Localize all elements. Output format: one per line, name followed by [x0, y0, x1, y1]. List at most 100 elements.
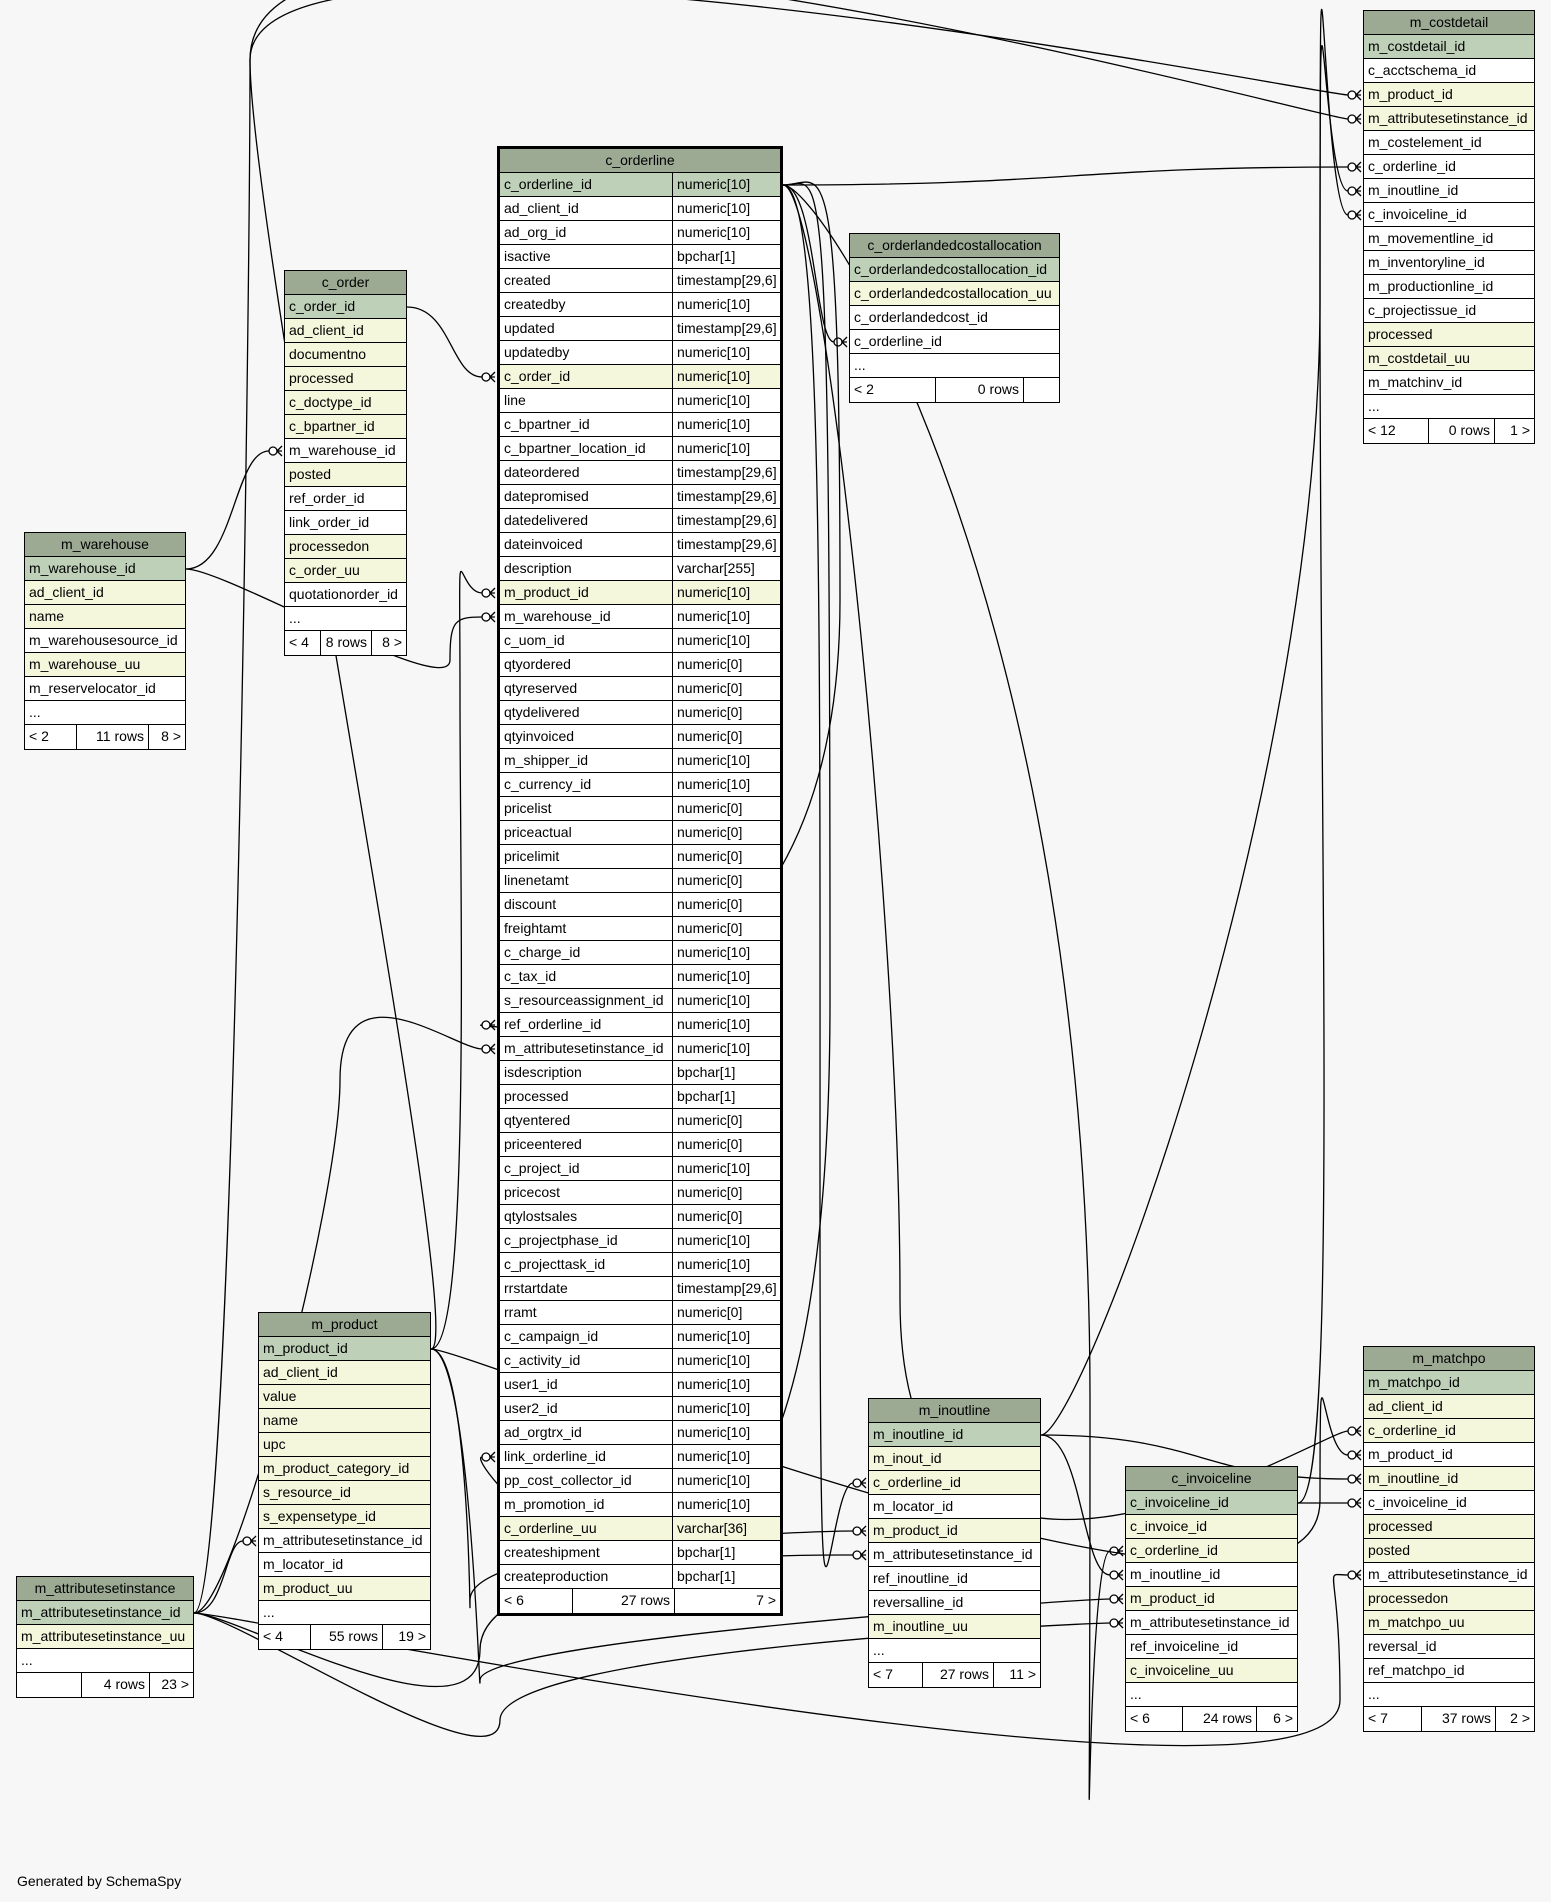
- table-m-attributesetinstance[interactable]: m_attributesetinstance m_attributesetinst…: [16, 1576, 194, 1698]
- column-row[interactable]: ...: [1364, 1683, 1534, 1707]
- column-row[interactable]: m_attributesetinstance_id: [1364, 107, 1534, 131]
- column-row[interactable]: m_warehousesource_id: [25, 629, 185, 653]
- column-row[interactable]: m_product_id: [869, 1519, 1040, 1543]
- column-row[interactable]: processed: [285, 367, 406, 391]
- column-row[interactable]: c_invoiceline_uu: [1126, 1659, 1297, 1683]
- column-row[interactable]: ref_order_id: [285, 487, 406, 511]
- column-row[interactable]: m_product_id: [1126, 1587, 1297, 1611]
- children-count[interactable]: 6 >: [1256, 1707, 1297, 1731]
- column-row[interactable]: m_product_id: [1364, 1443, 1534, 1467]
- column-row[interactable]: m_costdetail_id: [1364, 35, 1534, 59]
- column-row[interactable]: link_order_id: [285, 511, 406, 535]
- column-row[interactable]: posted: [285, 463, 406, 487]
- table-header[interactable]: m_matchpo: [1364, 1347, 1534, 1371]
- column-row[interactable]: s_resource_id: [259, 1481, 430, 1505]
- column-row[interactable]: m_movementline_id: [1364, 227, 1534, 251]
- column-row[interactable]: m_inventoryline_id: [1364, 251, 1534, 275]
- column-row[interactable]: m_productionline_id: [1364, 275, 1534, 299]
- column-row[interactable]: ad_client_id: [259, 1361, 430, 1385]
- row-count[interactable]: 8 rows: [320, 631, 371, 655]
- column-row[interactable]: m_product_category_id: [259, 1457, 430, 1481]
- column-row[interactable]: m_attributesetinstance_uu: [17, 1625, 193, 1649]
- column-row[interactable]: ...: [285, 607, 406, 631]
- column-row[interactable]: value: [259, 1385, 430, 1409]
- parents-count[interactable]: < 7: [1368, 1710, 1388, 1726]
- table-header[interactable]: m_inoutline: [869, 1399, 1040, 1423]
- column-row[interactable]: m_warehouse_uu: [25, 653, 185, 677]
- column-row[interactable]: c_orderline_id: [1126, 1539, 1297, 1563]
- row-count[interactable]: 24 rows: [1182, 1707, 1256, 1731]
- column-row[interactable]: ...: [1364, 395, 1534, 419]
- table-header[interactable]: m_warehouse: [25, 533, 185, 557]
- column-row[interactable]: c_orderline_id: [850, 330, 1059, 354]
- column-row[interactable]: c_acctschema_id: [1364, 59, 1534, 83]
- column-row[interactable]: ...: [17, 1649, 193, 1673]
- children-count[interactable]: 19 >: [382, 1625, 430, 1649]
- column-row[interactable]: c_order_uu: [285, 559, 406, 583]
- parents-count[interactable]: < 4: [263, 1628, 283, 1644]
- row-count[interactable]: 0 rows: [1428, 419, 1494, 443]
- column-row[interactable]: reversal_id: [1364, 1635, 1534, 1659]
- table-header[interactable]: m_attributesetinstance: [17, 1577, 193, 1601]
- column-row[interactable]: c_orderlandedcostallocation_id: [850, 258, 1059, 282]
- row-count[interactable]: 4 rows: [81, 1673, 149, 1697]
- column-row[interactable]: processed: [1364, 323, 1534, 347]
- column-row[interactable]: ...: [259, 1601, 430, 1625]
- parents-count[interactable]: < 7: [873, 1666, 893, 1682]
- column-row[interactable]: m_inout_id: [869, 1447, 1040, 1471]
- parents-count[interactable]: < 2: [854, 381, 874, 397]
- column-row[interactable]: processedon: [1364, 1587, 1534, 1611]
- column-row[interactable]: reversalline_id: [869, 1591, 1040, 1615]
- column-row[interactable]: c_invoiceline_id: [1364, 203, 1534, 227]
- column-row[interactable]: name: [259, 1409, 430, 1433]
- column-row[interactable]: ref_invoiceline_id: [1126, 1635, 1297, 1659]
- column-row[interactable]: quotationorder_id: [285, 583, 406, 607]
- column-row[interactable]: c_orderline_id: [869, 1471, 1040, 1495]
- column-row[interactable]: ad_client_id: [25, 581, 185, 605]
- parents-count[interactable]: [17, 1673, 81, 1697]
- table-header[interactable]: m_costdetail: [1364, 11, 1534, 35]
- column-row[interactable]: name: [25, 605, 185, 629]
- column-row[interactable]: ad_client_id: [285, 319, 406, 343]
- column-row[interactable]: c_invoice_id: [1126, 1515, 1297, 1539]
- parents-count[interactable]: < 12: [1368, 422, 1396, 438]
- column-row[interactable]: m_warehouse_id: [285, 439, 406, 463]
- column-row[interactable]: m_warehouse_id: [25, 557, 185, 581]
- column-row[interactable]: m_attributesetinstance_id: [1126, 1611, 1297, 1635]
- column-row[interactable]: s_expensetype_id: [259, 1505, 430, 1529]
- row-count[interactable]: 27 rows: [572, 1589, 674, 1613]
- row-count[interactable]: 37 rows: [1421, 1707, 1495, 1731]
- children-count[interactable]: 8 >: [148, 725, 185, 749]
